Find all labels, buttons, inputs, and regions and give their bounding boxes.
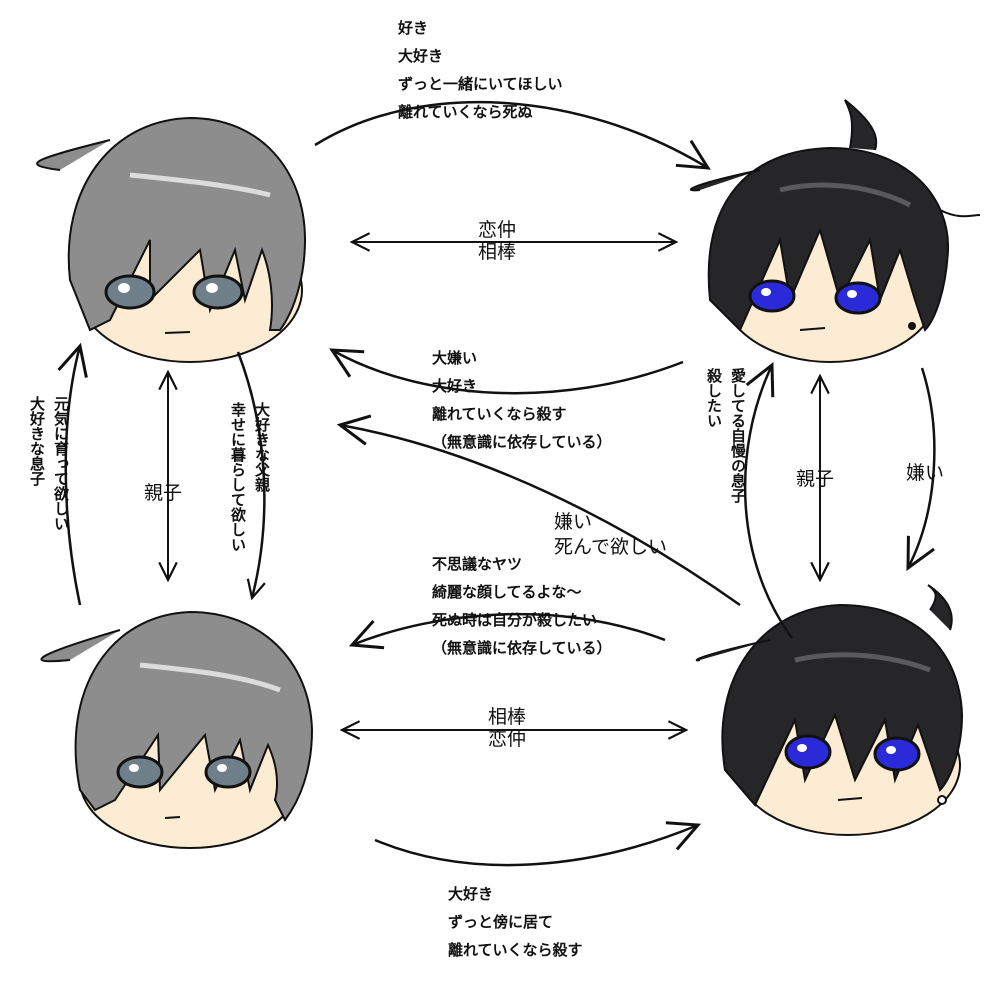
label-line: 殺したい xyxy=(705,368,723,428)
label-right-outer: 嫌い xyxy=(906,462,945,484)
eye-icon xyxy=(784,734,832,770)
label-bottom-right-to-left: 不思議なヤツ 綺麗な顔してるよな〜 死ぬ時は自分が殺したい （無意識に依存してい… xyxy=(432,550,612,662)
label-line: 離れていくなら死ぬ xyxy=(398,103,533,121)
label-line: 大嫌い xyxy=(432,349,478,367)
character-top-right xyxy=(689,99,981,363)
label-line: 離れていくなら殺す xyxy=(432,405,567,423)
arrow-top-right-to-top-left xyxy=(329,348,684,395)
eye-icon xyxy=(748,279,796,313)
earring-icon xyxy=(908,322,916,330)
label-line: 相棒 xyxy=(488,706,527,728)
label-line: 大好き xyxy=(432,377,478,395)
label-line: （無意識に依存している） xyxy=(432,639,612,657)
label-left-parent: 親子 xyxy=(144,482,183,504)
eye-icon xyxy=(834,281,882,315)
label-line: 相棒 xyxy=(478,241,517,263)
character-top-left xyxy=(36,116,307,363)
arrow-top-left-to-bottom-left xyxy=(236,351,264,598)
eye-icon xyxy=(116,755,164,789)
character-bottom-right xyxy=(695,584,964,836)
label-line: 大好きな息子 xyxy=(28,396,46,486)
label-line: 愛してる自慢の息子 xyxy=(729,368,747,503)
arrow-bottom-right-to-bottom-left xyxy=(348,612,666,650)
label-right-to-left-upper: 大嫌い 大好き 離れていくなら殺す （無意識に依存している） xyxy=(432,344,612,456)
arrow-bottom-right-to-top-right xyxy=(743,361,794,639)
label-line: 綺麗な顔してるよな〜 xyxy=(432,583,582,601)
label-line: 幸せに暮らして欲しい xyxy=(229,402,247,552)
label-line: （無意識に依存している） xyxy=(432,433,612,451)
label-line: 死んで欲しい xyxy=(554,536,668,558)
label-line: 好き xyxy=(398,19,429,37)
label-bottom-middle: 相棒 恋仲 xyxy=(488,706,526,750)
eye-icon xyxy=(192,274,244,310)
label-bottom-arrow: 大好き ずっと傍に居て 離れていくなら殺す xyxy=(448,880,583,964)
label-line: 離れていくなら殺す xyxy=(448,941,583,959)
label-line: ずっと一緒にいてほしい xyxy=(398,75,563,93)
label-left-outer: 元気に育って欲しい 大好きな息子 xyxy=(25,396,73,531)
eye-icon xyxy=(873,736,921,772)
label-line: 嫌い xyxy=(554,511,593,533)
label-line: ずっと傍に居て xyxy=(448,913,554,931)
character-bottom-left xyxy=(40,610,314,849)
label-line: 大好きな父親 xyxy=(253,402,271,492)
label-line: 恋仲 xyxy=(488,728,527,750)
label-line: 不思議なヤツ xyxy=(432,555,523,573)
label-left-inner: 大好きな父親 幸せに暮らして欲しい xyxy=(226,402,274,552)
eye-icon xyxy=(204,755,252,789)
label-top-middle: 恋仲 相棒 xyxy=(478,219,516,263)
arrow-bottom-left-to-top-left xyxy=(57,342,88,606)
label-diagonal: 嫌い 死んで欲しい xyxy=(554,510,667,560)
arrow-top-right-to-bottom-right xyxy=(906,367,936,571)
label-line: 元気に育って欲しい xyxy=(52,396,70,531)
label-right-inner: 愛してる自慢の息子 殺したい xyxy=(702,368,750,503)
eye-icon xyxy=(104,274,156,310)
arrow-bottom-right-to-top-left xyxy=(336,414,741,607)
label-line: 死ぬ時は自分が殺したい xyxy=(432,611,598,629)
label-line: 大好き xyxy=(448,885,494,903)
label-line: 大好き xyxy=(398,47,444,65)
arrow-top-left-to-top-right xyxy=(314,100,711,170)
arrow-bottom-left-to-bottom-right xyxy=(374,821,702,867)
label-line: 恋仲 xyxy=(478,219,517,241)
earring-icon xyxy=(937,795,947,805)
label-top-arrow: 好き 大好き ずっと一緒にいてほしい 離れていくなら死ぬ xyxy=(398,14,563,126)
label-right-parent: 親子 xyxy=(796,468,835,490)
